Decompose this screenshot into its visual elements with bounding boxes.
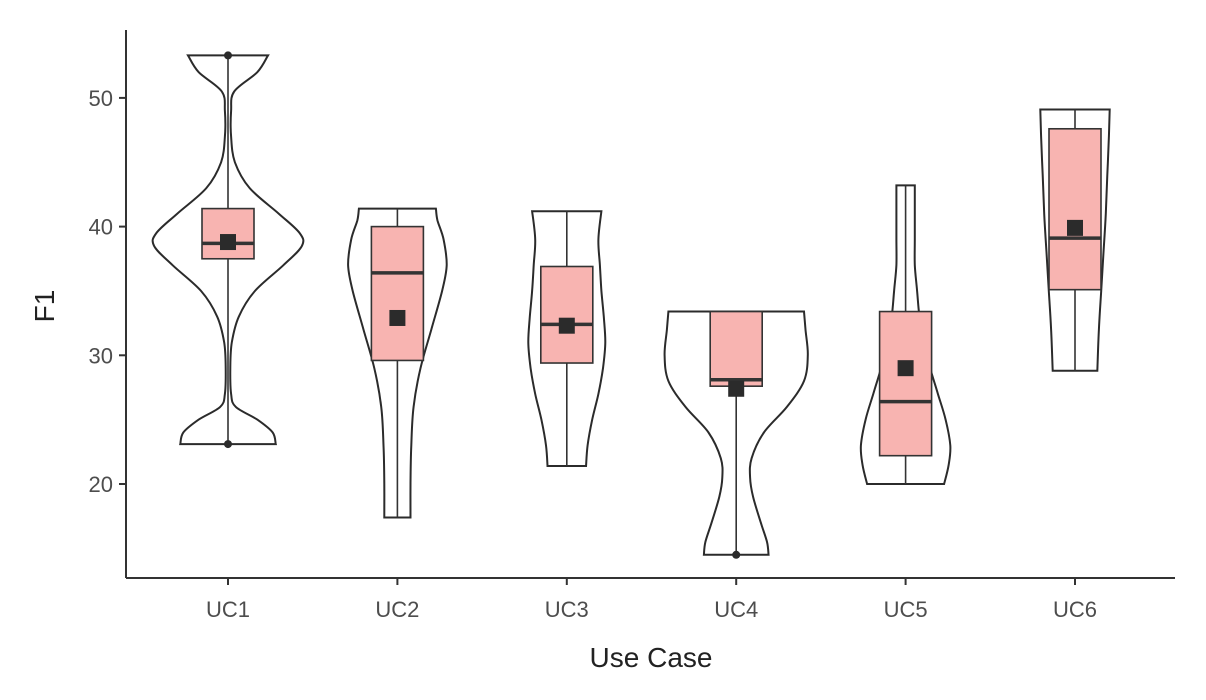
- violin-group-uc4: [663, 310, 809, 559]
- mean-marker: [728, 380, 745, 397]
- outlier-point: [224, 51, 232, 60]
- violin-group-uc2: [347, 207, 448, 519]
- violin-group-uc1: [151, 51, 305, 449]
- iqr-box: [201, 207, 255, 260]
- iqr-box: [1048, 127, 1102, 291]
- outlier-point: [732, 550, 741, 559]
- y-tick-label: 40: [89, 215, 113, 240]
- violin-shape: [151, 54, 305, 446]
- iqr-box: [370, 225, 425, 362]
- x-tick-label: UC1: [206, 597, 250, 622]
- y-tick-label: 20: [89, 472, 113, 497]
- x-tick-label: UC5: [884, 597, 928, 622]
- outlier-point: [224, 440, 232, 449]
- iqr-box: [539, 265, 594, 364]
- mean-marker: [897, 360, 914, 377]
- plot-area: [151, 51, 1111, 559]
- x-tick-label: UC6: [1053, 597, 1097, 622]
- iqr-box: [709, 310, 764, 387]
- x-axis: UC1 UC2 UC3 UC4 UC5 UC6: [126, 577, 1175, 622]
- violin-shape: [859, 184, 952, 485]
- mean-marker: [1067, 219, 1083, 236]
- x-tick-label: UC3: [545, 597, 589, 622]
- violin-group-uc3: [527, 210, 607, 468]
- x-tick-label: UC4: [714, 597, 758, 622]
- mean-marker: [389, 309, 406, 326]
- y-axis: 20 30 40 50: [89, 30, 127, 578]
- y-tick-label: 30: [89, 343, 113, 368]
- iqr-box: [878, 310, 933, 457]
- violin-shape: [527, 210, 607, 468]
- violin-group-uc5: [859, 184, 952, 485]
- y-tick-label: 50: [89, 86, 113, 111]
- violin-shape: [347, 207, 448, 519]
- x-tick-label: UC2: [375, 597, 419, 622]
- violin-shape: [663, 310, 809, 556]
- violin-group-uc6: [1039, 108, 1111, 372]
- y-axis-title: F1: [29, 290, 60, 323]
- mean-marker: [220, 234, 236, 251]
- x-axis-title: Use Case: [590, 642, 713, 673]
- mean-marker: [558, 317, 575, 334]
